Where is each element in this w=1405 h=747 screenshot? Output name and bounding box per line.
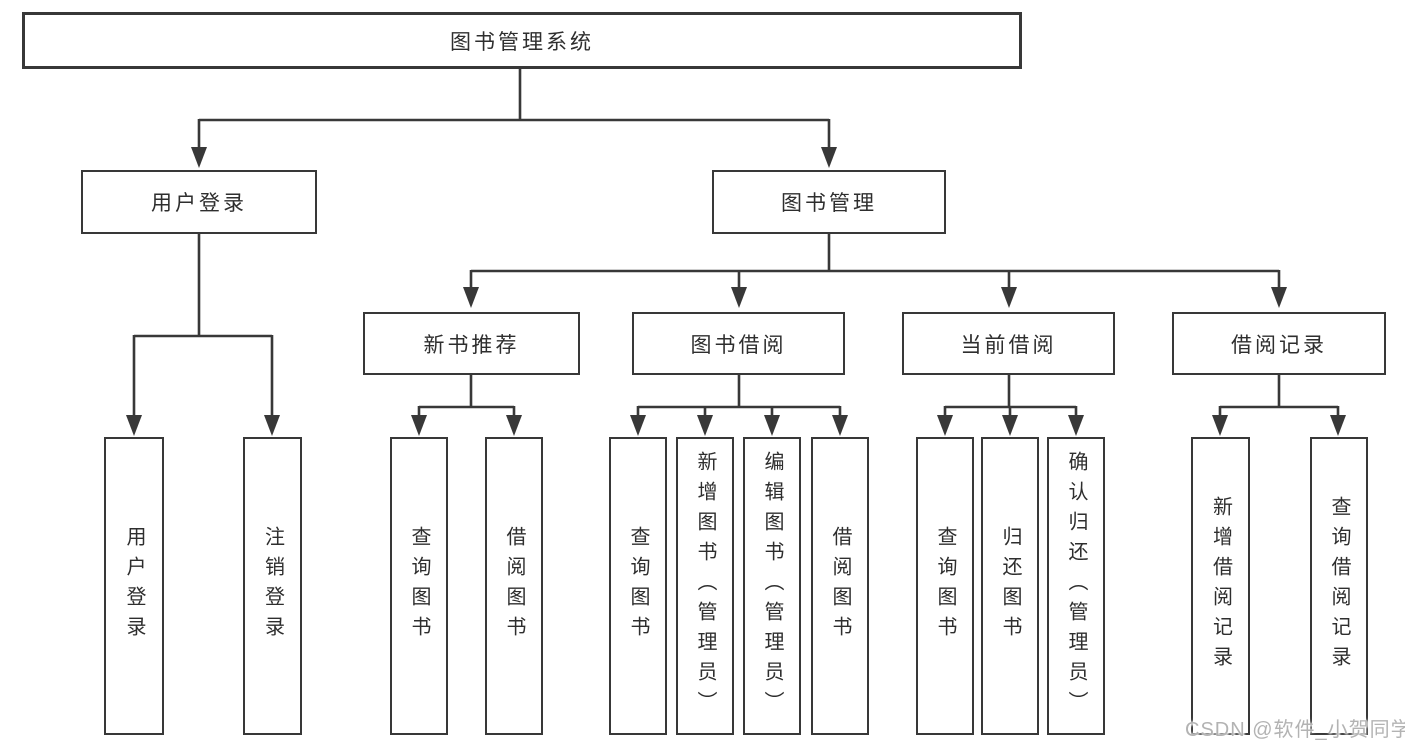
leaf-edit-books-admin: 编辑图书（管理员） <box>743 437 801 735</box>
leaf-add-borrow-record: 新增借阅记录 <box>1191 437 1250 735</box>
node-book-management-branch: 图书管理 <box>712 170 946 234</box>
node-user-login-branch: 用户登录 <box>81 170 317 234</box>
leaf-return-books: 归还图书 <box>981 437 1039 735</box>
node-label: 编辑图书（管理员） <box>761 451 783 721</box>
node-label: 当前借阅 <box>960 333 1057 357</box>
leaf-borrow-books-borrowing: 借阅图书 <box>811 437 869 735</box>
node-label: 确认归还（管理员） <box>1065 451 1087 721</box>
node-label: 用户登录 <box>123 526 145 646</box>
node-label: 图书管理 <box>781 192 877 215</box>
node-label: 新增借阅记录 <box>1209 496 1232 676</box>
node-book-borrowing: 图书借阅 <box>632 312 845 375</box>
leaf-query-books-borrowing: 查询图书 <box>609 437 667 735</box>
node-label: 查询图书 <box>934 526 956 646</box>
node-new-book-recommendation: 新书推荐 <box>363 312 580 375</box>
leaf-query-books-current: 查询图书 <box>916 437 974 735</box>
connector-paths <box>132 69 1340 418</box>
node-label: 新书推荐 <box>423 333 520 357</box>
node-label: 注销登录 <box>261 526 284 646</box>
leaf-logout: 注销登录 <box>243 437 302 735</box>
leaf-user-login: 用户登录 <box>104 437 164 735</box>
connector-arrowheads <box>126 147 1346 436</box>
leaf-add-books-admin: 新增图书（管理员） <box>676 437 734 735</box>
node-label: 图书管理系统 <box>450 30 594 54</box>
node-label: 借阅图书 <box>829 526 851 646</box>
csdn-watermark: CSDN @软件_小贺同学 <box>1185 719 1405 741</box>
leaf-query-books-recommend: 查询图书 <box>390 437 448 735</box>
node-library-management-system: 图书管理系统 <box>22 12 1022 69</box>
leaf-borrow-books-recommend: 借阅图书 <box>485 437 543 735</box>
node-label: 查询借阅记录 <box>1328 496 1350 676</box>
node-label: 用户登录 <box>151 192 247 215</box>
node-label: 图书借阅 <box>690 333 787 357</box>
node-label: 归还图书 <box>999 526 1021 646</box>
node-label: 查询图书 <box>408 526 430 646</box>
node-borrowing-records: 借阅记录 <box>1172 312 1386 375</box>
node-label: 查询图书 <box>627 526 649 646</box>
node-label: 借阅记录 <box>1231 333 1327 357</box>
node-label: 新增图书（管理员） <box>694 451 716 721</box>
leaf-confirm-return-admin: 确认归还（管理员） <box>1047 437 1105 735</box>
node-label: 借阅图书 <box>503 526 525 646</box>
leaf-query-borrow-record: 查询借阅记录 <box>1310 437 1368 735</box>
node-current-borrowing: 当前借阅 <box>902 312 1115 375</box>
